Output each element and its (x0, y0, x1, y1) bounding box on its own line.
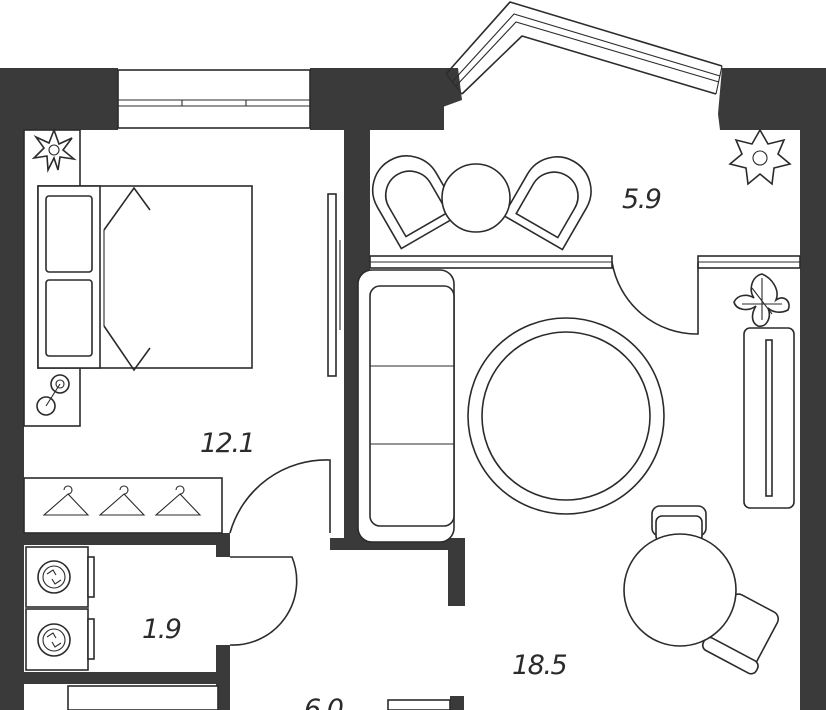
plant-icon-balcony (728, 128, 792, 186)
door-balcony (611, 261, 699, 335)
wall-bathroom-door-post (216, 533, 230, 557)
washing-machine-icon (25, 546, 95, 608)
door-bedroom (229, 459, 331, 534)
dining-set-icon (623, 505, 780, 675)
wall-bathroom-bottom (0, 672, 230, 684)
wall-top-middle (310, 68, 444, 130)
washing-machine-icon-2 (25, 608, 95, 671)
wall-right (800, 68, 826, 710)
doors (229, 193, 699, 646)
windows (117, 1, 801, 269)
wall-bathroom-right (216, 645, 230, 710)
armchair-icon (371, 155, 462, 250)
dining-table-icon (623, 533, 737, 647)
window-bedroom (117, 69, 311, 129)
hanger-icon (42, 485, 202, 516)
plant-icon (31, 127, 77, 173)
plant-icon-living (733, 273, 790, 328)
window-bay (445, 1, 723, 95)
wall-bathroom-top (0, 533, 230, 545)
tv-console-icon (743, 327, 795, 509)
area-label-living: 18.5 (512, 650, 566, 681)
wall-top-right (718, 68, 826, 130)
bedroom (23, 127, 253, 534)
armchair-icon-2 (502, 156, 592, 251)
area-labels: 12.1 1.9 18.5 5.9 6.0 (142, 184, 662, 710)
area-label-hallway: 6.0 (304, 694, 343, 710)
lamp-icon (36, 374, 70, 416)
hall-shelf (387, 699, 451, 710)
sliding-panel (327, 193, 337, 377)
wall-left (0, 68, 24, 710)
wall-top-left (0, 68, 118, 130)
door-bathroom (229, 556, 298, 646)
wall-hall-stub (450, 696, 464, 710)
bathroom (25, 546, 219, 710)
area-label-balcony: 5.9 (622, 184, 661, 215)
area-label-bathroom: 1.9 (142, 614, 181, 645)
wall-bay-corner-left (430, 68, 462, 130)
bed-icon (37, 185, 253, 372)
balcony (371, 128, 792, 251)
sofa-icon (357, 269, 455, 543)
wardrobe-icon (23, 477, 223, 534)
area-label-bedroom: 12.1 (200, 428, 254, 459)
side-table-icon (441, 163, 511, 233)
hall-cabinet (67, 685, 219, 710)
wall-partition-post (448, 538, 465, 606)
living-room (357, 269, 795, 675)
round-table-icon (467, 317, 665, 515)
